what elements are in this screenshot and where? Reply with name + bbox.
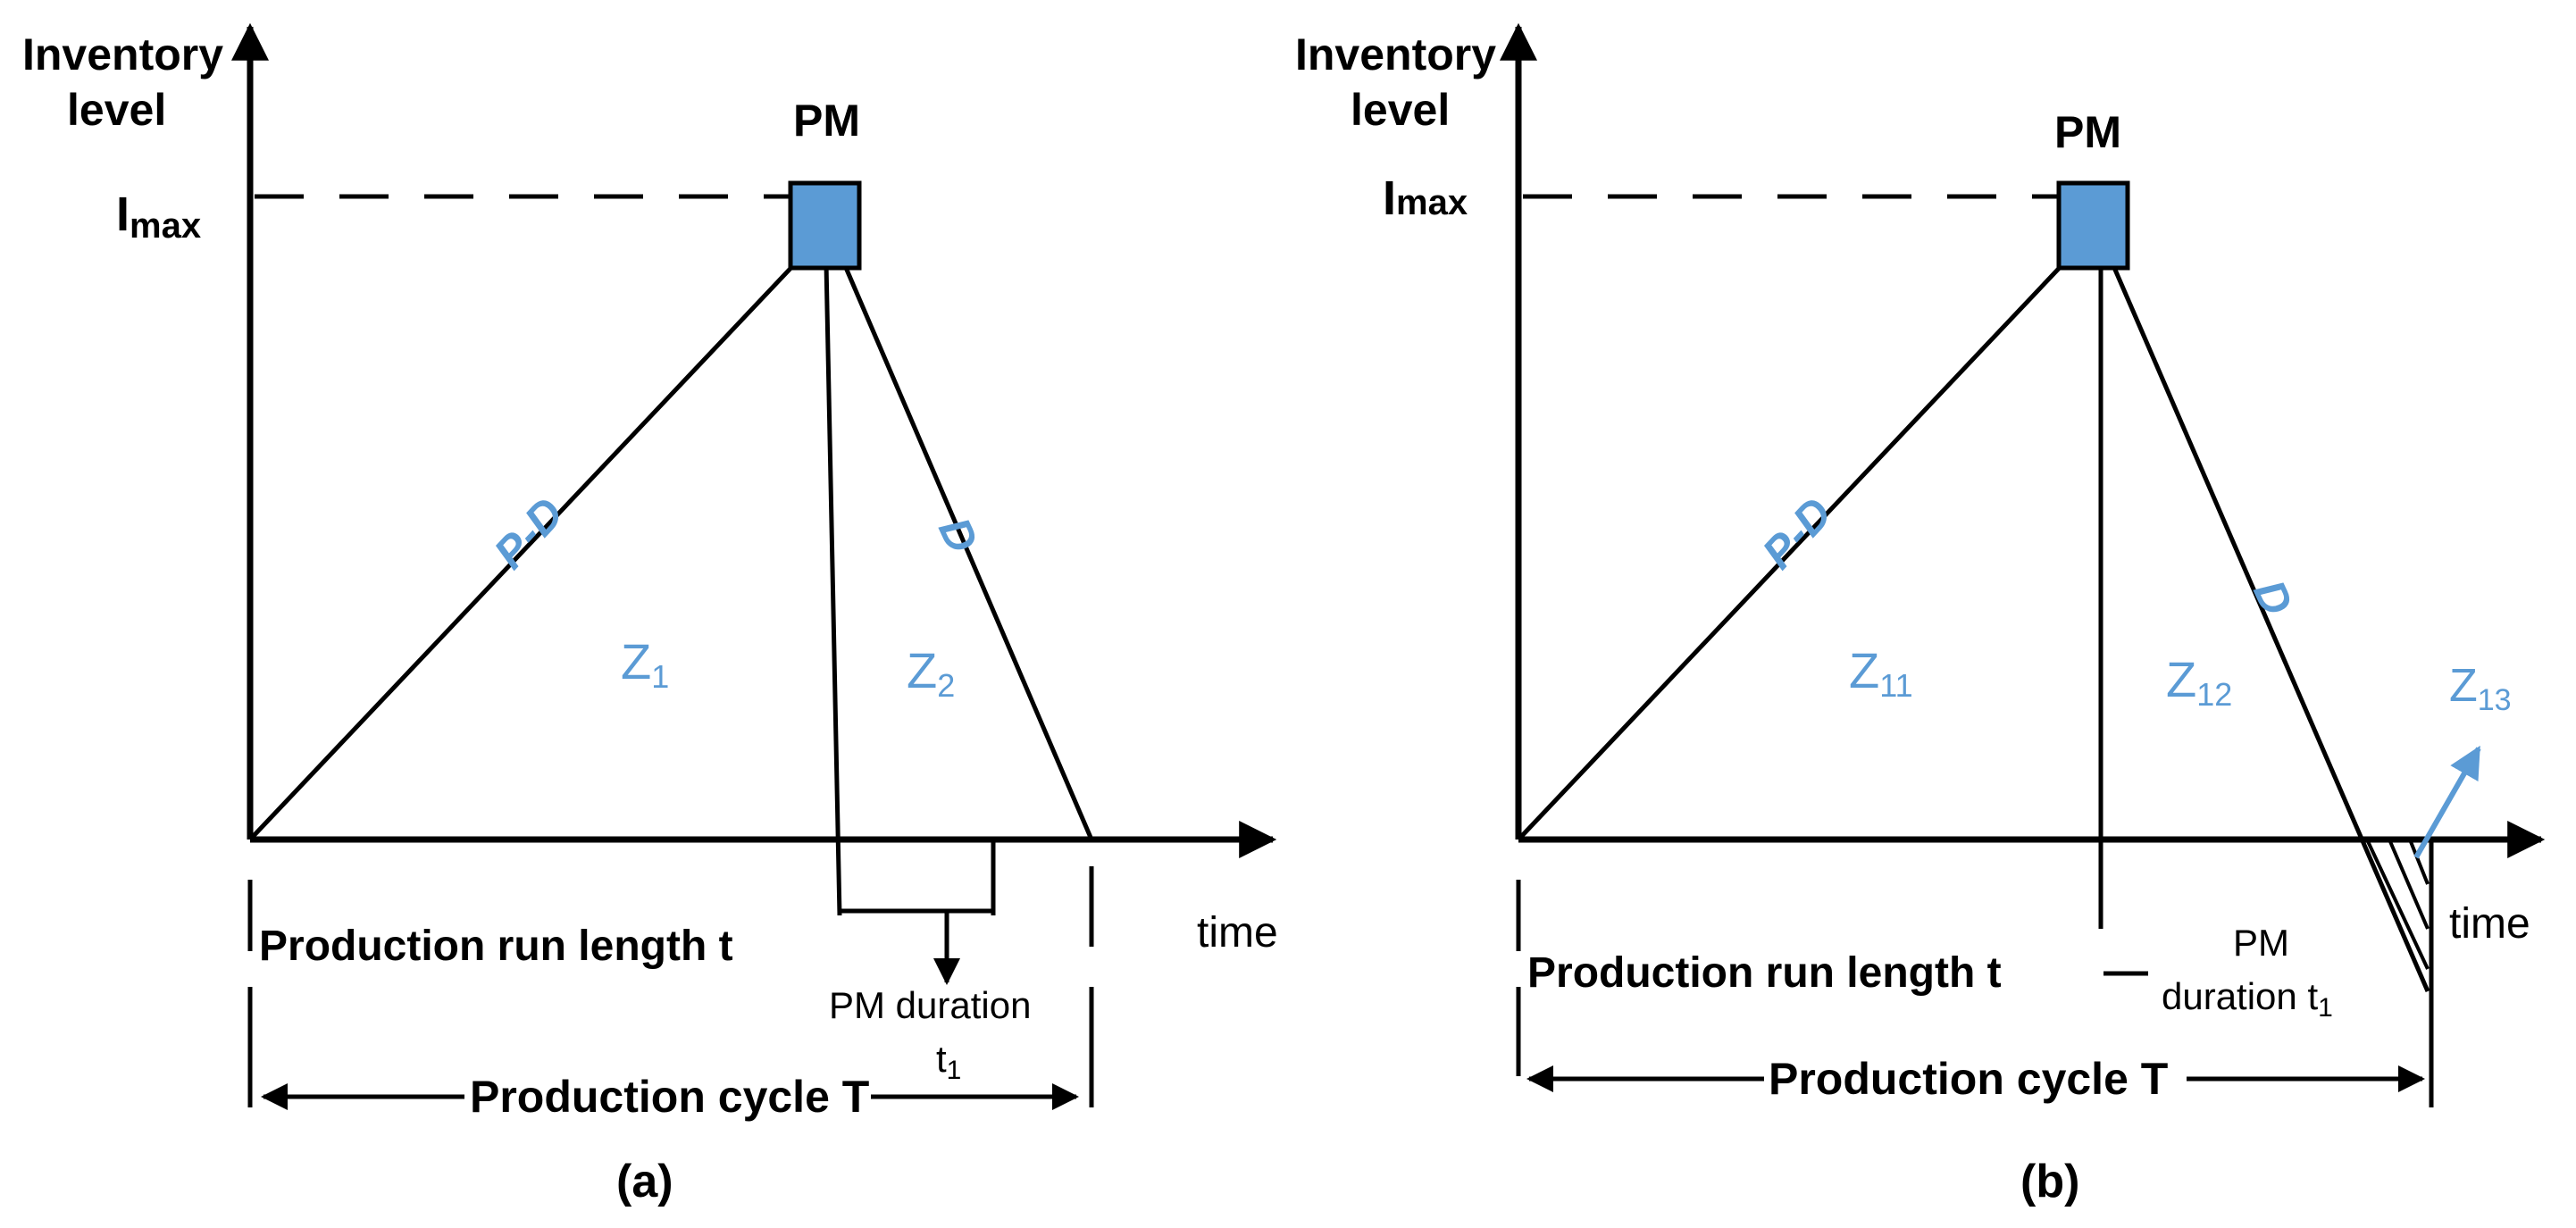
pm-duration-line1: PM duration	[829, 984, 1031, 1026]
shortage-hatch-3	[2408, 839, 2430, 885]
zone-13-label: Z13	[2449, 660, 2512, 717]
cycle-label-b: Production cycle T	[1769, 1054, 2168, 1104]
zone-12-sub: 12	[2196, 676, 2232, 713]
z13-pointer-arrow	[2413, 745, 2481, 859]
pm-duration-sub-b: 1	[2318, 993, 2333, 1023]
zone-13-letter: Z	[2449, 660, 2478, 712]
pm-box-b	[2056, 180, 2130, 271]
slope-down-label: D	[929, 510, 988, 560]
caption-b: (b)	[2020, 1156, 2079, 1207]
zone-2-label: Z2	[907, 642, 955, 704]
imax-letter: I	[116, 188, 130, 241]
run-length-label-b: Production run length t	[1527, 949, 2002, 997]
zone-1-sub: 1	[651, 658, 669, 695]
cycle-label: Production cycle T	[470, 1072, 869, 1122]
y-axis-label-line2-b: level	[1351, 85, 1450, 135]
zone-11-letter: Z	[1849, 642, 1879, 698]
zone-2-sub: 2	[937, 667, 955, 704]
imax-label-b: Imax	[1383, 171, 1468, 225]
zone-12-letter: Z	[2166, 651, 2196, 707]
y-axis-label-line2: level	[67, 85, 166, 135]
zone-12-label: Z12	[2166, 651, 2232, 713]
shortage-hatch-1	[2365, 839, 2430, 970]
falling-line-b	[2110, 263, 2430, 992]
zone-1-letter: Z	[621, 633, 651, 689]
pm-duration-line1-b: PM	[2233, 922, 2289, 964]
slope-up-label: P-D	[484, 488, 573, 578]
pm-label: PM	[793, 96, 860, 146]
pm-duration-line2-b: duration t1	[2162, 975, 2333, 1023]
zone-2-letter: Z	[907, 642, 937, 698]
falling-line	[841, 263, 1094, 840]
zone-11-label: Z11	[1849, 642, 1913, 704]
pm-label-b: PM	[2054, 107, 2121, 157]
rising-line-b	[1517, 257, 2070, 841]
y-axis-label-line1-b: Inventory	[1295, 29, 1496, 79]
pm-duration-t: t	[936, 1038, 947, 1080]
imax-letter-b: I	[1383, 171, 1396, 225]
rising-line	[248, 257, 801, 841]
imax-sub: max	[130, 206, 201, 246]
zone-11-sub: 11	[1879, 667, 1912, 704]
zone-13-sub: 13	[2478, 683, 2512, 717]
panel-a: Inventory level Imax PM P-D D Z1 Z2 time…	[22, 22, 1278, 1207]
slope-down-label-b: D	[2244, 572, 2303, 622]
slope-up-label-b: P-D	[1752, 488, 1842, 578]
pm-vertical-line	[824, 263, 842, 916]
pm-box	[788, 180, 862, 271]
panel-b: Inventory level Imax PM P-D D Z11 Z12 Z1…	[1295, 22, 2546, 1207]
imax-sub-b: max	[1396, 183, 1468, 222]
run-length-label: Production run length t	[259, 923, 733, 970]
x-axis-label-b: time	[2449, 900, 2530, 948]
imax-label: Imax	[116, 188, 201, 246]
zone-1-label: Z1	[621, 633, 669, 695]
shortage-hatch-2	[2388, 839, 2430, 930]
y-axis-label-line1: Inventory	[22, 29, 223, 79]
pm-duration-sub: 1	[947, 1056, 962, 1085]
caption-a: (a)	[616, 1156, 673, 1207]
pm-duration-text-b: duration t	[2162, 975, 2318, 1017]
x-axis-label: time	[1197, 909, 1278, 957]
pm-duration-line2: t1	[936, 1038, 961, 1085]
